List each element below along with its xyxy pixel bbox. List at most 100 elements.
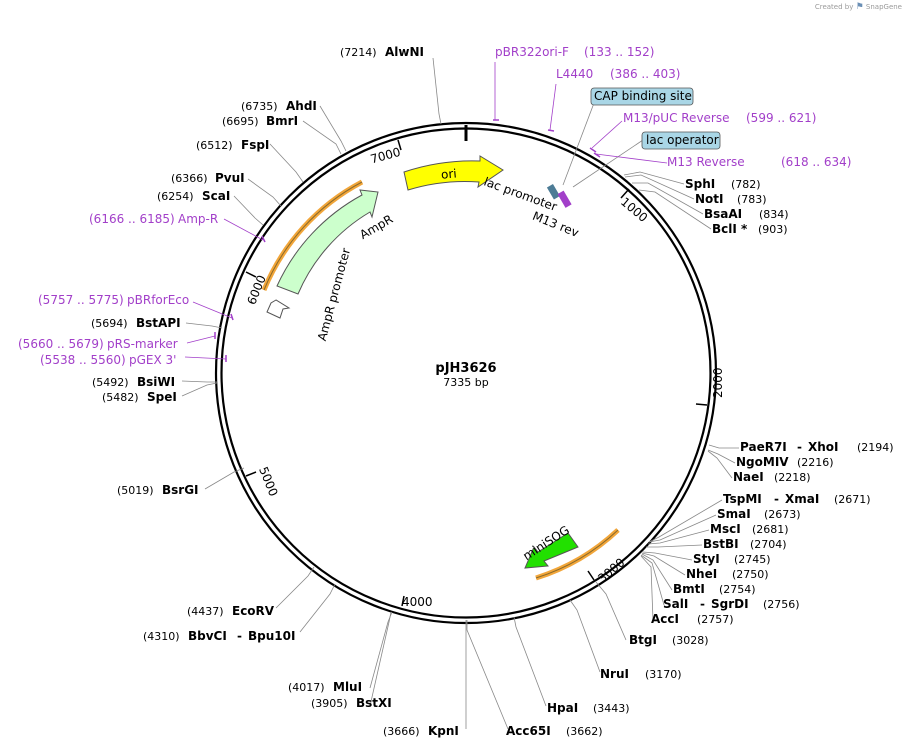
enzyme-scai-pos: (6254): [157, 190, 194, 203]
enzyme-sali-pos: (2756): [763, 598, 800, 611]
enzyme-nhei-pos: (2750): [732, 568, 769, 581]
enzyme-bsaai: BsaAI: [704, 207, 742, 221]
enzyme-bsrgi-pos: (5019): [117, 484, 154, 497]
primer-6-name: pRS-marker: [107, 337, 178, 351]
enzyme-naei: NaeI: [733, 470, 764, 484]
orange-arc-left-core: [263, 181, 363, 291]
m13-rev-label: M13 rev: [531, 209, 581, 240]
ori-feature-arrow: [403, 155, 504, 191]
primer-2-mark: [589, 147, 597, 153]
enzyme-acci: AccI: [651, 612, 679, 626]
tick-mark-7000: [397, 139, 402, 151]
leader-styi: [642, 551, 693, 561]
leader-bstapi: [185, 322, 223, 329]
primer-3-name: M13 Reverse: [667, 155, 745, 169]
plasmid-size: 7335 bp: [443, 376, 488, 389]
enzyme-pvui: PvuI: [215, 171, 245, 185]
enzyme-kpni-pos: (3666): [383, 725, 420, 738]
enzyme-tspmi-dash: -: [774, 492, 779, 506]
tick-mark-1000: [620, 188, 630, 199]
leader-bsiwi: [181, 380, 217, 383]
enzyme-noti: NotI: [695, 192, 724, 206]
enzyme-bsiwi: BsiWI: [137, 375, 175, 389]
enzyme-bstbi: BstBI: [703, 537, 739, 551]
primer-5-leader: [192, 301, 233, 319]
enzyme-bstxi: BstXI: [356, 696, 392, 710]
enzyme-sphi: SphI: [685, 177, 715, 191]
enzyme-tspmi-pos: (2671): [834, 493, 871, 506]
enzyme-pvui-pos: (6366): [171, 172, 208, 185]
tick-label-5000: 5000: [256, 465, 280, 499]
enzyme-mlui-pos: (4017): [288, 681, 325, 694]
primer-0-range: (133 .. 152): [584, 45, 654, 59]
leader-pvui: [247, 178, 282, 207]
primer-6-leader: [186, 335, 216, 344]
enzyme-bmri: BmrI: [266, 114, 298, 128]
primer-1-mark: [547, 129, 555, 132]
enzyme-btgi: BtgI: [629, 633, 657, 647]
leader-ahdi: [319, 105, 347, 152]
enzyme-bcli: BclI *: [712, 222, 748, 236]
leader-alwni: [432, 57, 442, 125]
tick-mark-5000: [245, 471, 257, 477]
enzyme-alwni-pos: (7214): [340, 46, 377, 59]
leader-bmti: [641, 553, 673, 591]
brand-created-by: Created by: [814, 3, 854, 11]
enzyme-alwni: AlwNI: [385, 45, 424, 59]
enzyme-ngomiv: NgoMIV: [736, 455, 789, 469]
enzyme-sali: SalI: [663, 597, 688, 611]
primer-5-mark: [230, 313, 234, 321]
lac-operator-leader: [572, 139, 644, 188]
primer-4-mark: [261, 235, 266, 243]
enzyme-leaders: [181, 57, 739, 730]
leader-bsaai: [632, 182, 704, 215]
primer-4-leader: [223, 218, 264, 241]
enzyme-bstxi-pos: (3905): [311, 697, 348, 710]
enzyme-ecorv: EcoRV: [232, 604, 275, 618]
snapgene-logo-icon: ⚑: [855, 2, 864, 12]
tick-mark-2000: [695, 403, 708, 406]
enzyme-bbvci-pos: (4310): [143, 630, 180, 643]
primer-2-range: (599 .. 621): [746, 111, 816, 125]
leader-scai: [233, 195, 264, 226]
leader-btgi: [595, 581, 627, 641]
primer-3-range: (618 .. 634): [781, 155, 851, 169]
enzyme-mlui: MluI: [333, 680, 362, 694]
enzyme-nrui-pos: (3170): [645, 668, 682, 681]
leader-tspmi: [648, 499, 723, 543]
enzyme-spei-pos: (5482): [102, 391, 139, 404]
enzyme-paer7i: PaeR7I: [740, 440, 787, 454]
primer-3-leader: [595, 153, 668, 164]
leader-paer7i: [708, 444, 739, 449]
primer-4-range: (6166 .. 6185): [89, 212, 175, 226]
enzyme-bmti: BmtI: [673, 582, 705, 596]
primer-5-range: (5757 .. 5775): [38, 293, 124, 307]
enzyme-ngomiv-pos: (2216): [797, 456, 834, 469]
minisog-feature-arrow: [524, 532, 579, 569]
tick-label-4000: 4000: [402, 595, 433, 609]
tick-mark-4000: [401, 595, 405, 607]
enzyme-ahdi: AhdI: [286, 99, 317, 113]
leader-msci: [647, 529, 710, 545]
leader-sali: [640, 554, 665, 606]
enzyme-paer7i-dash: -: [797, 440, 802, 454]
leader-bmri: [302, 120, 342, 155]
tick-mark-3000: [587, 570, 595, 581]
enzyme-bpu10i: Bpu10I: [248, 629, 295, 643]
enzyme-msci: MscI: [710, 522, 741, 536]
enzyme-bsrgi: BsrGI: [162, 483, 199, 497]
enzymes-left: (7214) AlwNI (6735) AhdI (6695) BmrI (65…: [91, 45, 459, 738]
primer-1-leader: [549, 83, 557, 131]
enzyme-paer7i-pos: (2194): [857, 441, 894, 454]
orange-arc-bottom-core: [535, 529, 619, 579]
primer-2-name: M13/pUC Reverse: [623, 111, 730, 125]
enzyme-spei: SpeI: [147, 390, 177, 404]
m13-rev-feature: [557, 190, 572, 208]
enzyme-bbvci: BbvCI: [188, 629, 227, 643]
enzyme-acc65i: Acc65I: [506, 724, 551, 738]
primer-0-name: pBR322ori-F: [495, 45, 569, 59]
enzyme-bstbi-pos: (2704): [750, 538, 787, 551]
enzyme-styi: StyI: [693, 552, 720, 566]
enzyme-btgi-pos: (3028): [672, 634, 709, 647]
ampr-promoter-label: AmpR promoter: [315, 247, 353, 343]
